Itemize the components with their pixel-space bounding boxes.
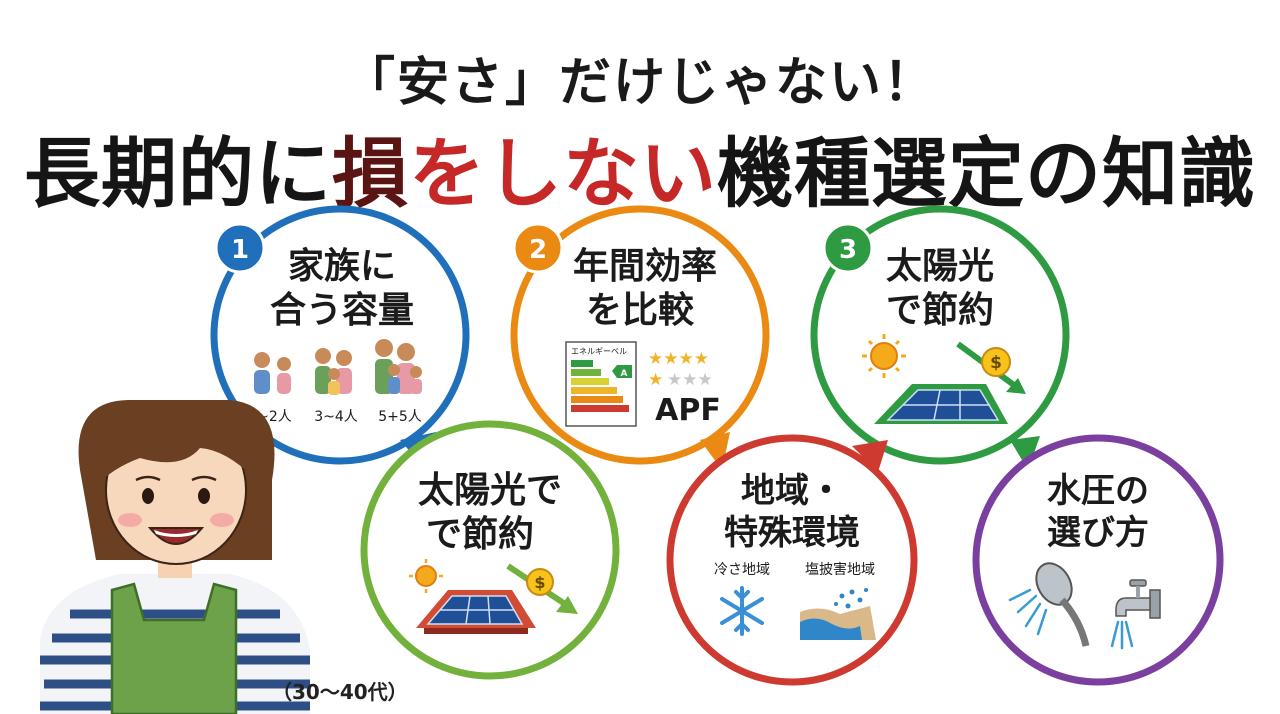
age-label: （30〜40代） <box>272 680 408 704</box>
badge-number: 3 <box>839 235 857 265</box>
svg-text:$: $ <box>990 353 1002 373</box>
badge-number: 1 <box>231 235 249 265</box>
headline-part-no-loss: をしない <box>409 129 717 218</box>
family-label-medium: 3~4人 <box>314 409 358 425</box>
faucet-icon <box>1110 579 1161 650</box>
card-title-line2: 合う容量 <box>270 290 414 331</box>
badge-number: 2 <box>529 235 547 265</box>
svg-text:$: $ <box>534 573 545 592</box>
card-title-line1: 年間効率 <box>573 246 717 287</box>
card-title-line2: 特殊環境 <box>724 513 860 553</box>
card-family-capacity: 1 家族に 合う容量 1~2人 3~4人 5+5人 <box>210 205 470 470</box>
headline-part-b: 機種選定の知識 <box>717 129 1256 218</box>
arrow-pointer-icon <box>852 440 888 472</box>
card-title-line2: 選び方 <box>1047 513 1149 553</box>
svg-text:A: A <box>621 369 628 379</box>
trend-arrow-head-icon <box>1006 378 1026 394</box>
shower-head-icon <box>1008 562 1090 647</box>
svg-text:★: ★ <box>648 370 663 390</box>
headline-part-loss: 損 <box>332 129 409 218</box>
energy-label-icon: エネルギーベル A <box>565 341 637 427</box>
headline-top: 「安さ」だけじゃない！ <box>342 53 937 113</box>
svg-text:★★★: ★★★ <box>667 370 713 390</box>
card-title-line1: 家族に <box>288 246 396 287</box>
person-illustration <box>40 400 310 714</box>
headline-main: 長期的に損をしない機種選定の知識 <box>0 112 1280 222</box>
trend-arrow-head-icon <box>556 596 578 614</box>
family-large-icon <box>375 339 422 394</box>
card-title-line2: を比較 <box>586 290 695 331</box>
card-title-line2: で節約 <box>886 290 994 331</box>
card-solar-savings-2: 太陽光で で節約 $ <box>360 420 620 680</box>
sun-icon <box>409 559 443 593</box>
cold-region-label: 冷さ地域 <box>714 562 770 578</box>
coin-icon <box>981 347 1011 377</box>
number-badge-1 <box>214 222 266 274</box>
card-efficiency: 2 年間効率 を比較 エネルギーベル A ★★★★ ★ ★★★ APF <box>510 205 770 470</box>
card-title-line1: 地域・ <box>741 471 843 511</box>
family-small-icon <box>254 352 291 394</box>
sun-icon <box>862 334 906 378</box>
card-regional-environment: 地域・ 特殊環境 冷さ地域 塩披害地域 <box>666 434 918 686</box>
card-water-pressure: 水圧の 選び方 <box>972 434 1224 686</box>
salt-damage-label: 塩披害地域 <box>805 562 875 578</box>
coin-icon <box>526 568 554 596</box>
number-badge-3 <box>822 222 874 274</box>
card-solar-savings: 3 太陽光 で節約 $ <box>810 205 1070 470</box>
salt-coast-icon <box>800 588 876 640</box>
solar-roof-icon <box>874 384 1008 424</box>
number-badge-2 <box>512 222 564 274</box>
arrow-pointer-icon <box>1010 436 1040 470</box>
headline-part-a: 長期的に <box>24 129 332 218</box>
card-title-line1: 太陽光 <box>886 246 994 287</box>
card-title-line2: で節約 <box>426 514 534 555</box>
apf-label: APF <box>655 393 721 428</box>
snowflake-icon <box>720 586 764 636</box>
card-title-line1: 太陽光で <box>418 470 562 511</box>
svg-text:エネルギーベル: エネルギーベル <box>571 347 627 356</box>
solar-roof-icon <box>416 590 536 634</box>
family-medium-icon <box>315 348 352 395</box>
star-rating-icon: ★★★★ <box>648 349 709 369</box>
family-label-large: 5+5人 <box>378 409 422 425</box>
star-rating-row2-icon: ★ ★★★ <box>648 370 713 390</box>
card-title-line1: 水圧の <box>1047 471 1149 511</box>
